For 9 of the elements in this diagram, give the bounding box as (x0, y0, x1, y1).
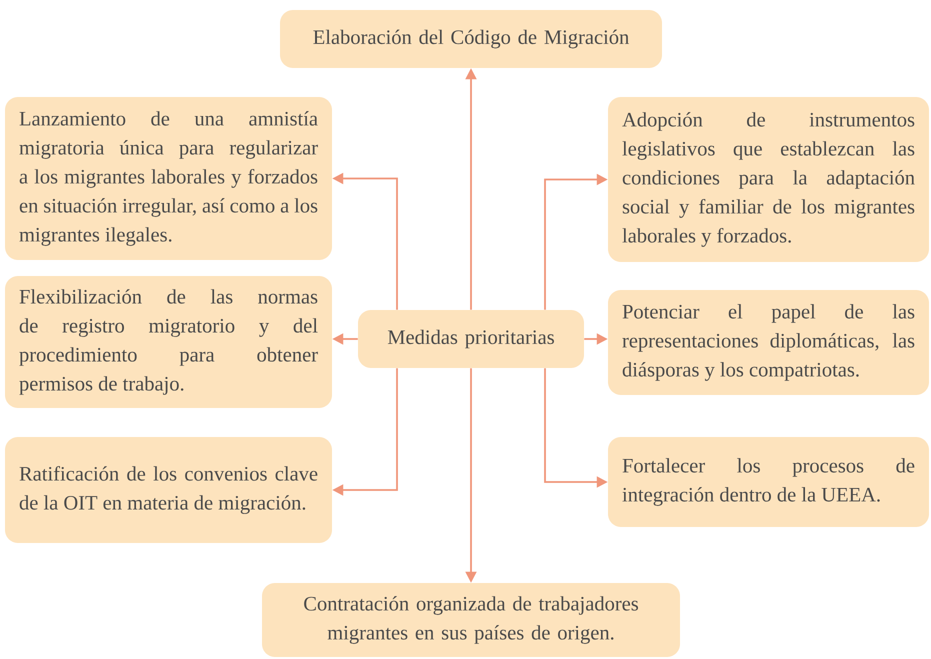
text-box: Flexibilización de las normas de registro migratorio y del procedimiento para obtener permisos de trabajo. (5, 276, 332, 408)
text-box: Adopción de instrumentos legislativos que establezcan las condiciones para la adaptación social y familiar de los migrantes laborales y forzados. (608, 97, 930, 262)
text-box: Ratificación de los convenios clave de la OIT en materia de migración. (5, 437, 332, 543)
text-box: Potenciar el papel de las representaciones diplomáticas, las diásporas y los compatriotas. (608, 290, 930, 395)
text-box: Fortalecer los procesos de integración dentro de la UEEA. (608, 437, 930, 527)
text-box: Elaboración del Código de Migración (280, 10, 662, 68)
text-box: Contratación organizada de trabajadores migrantes en sus países de origen. (262, 583, 680, 657)
text-box: Lanzamiento de una amnistía migratoria única para regularizar a los migrantes laborales y forzados en situación irregular, así como a los migrantes ilegales. (5, 97, 332, 260)
text-box: Medidas prioritarias (358, 310, 584, 368)
